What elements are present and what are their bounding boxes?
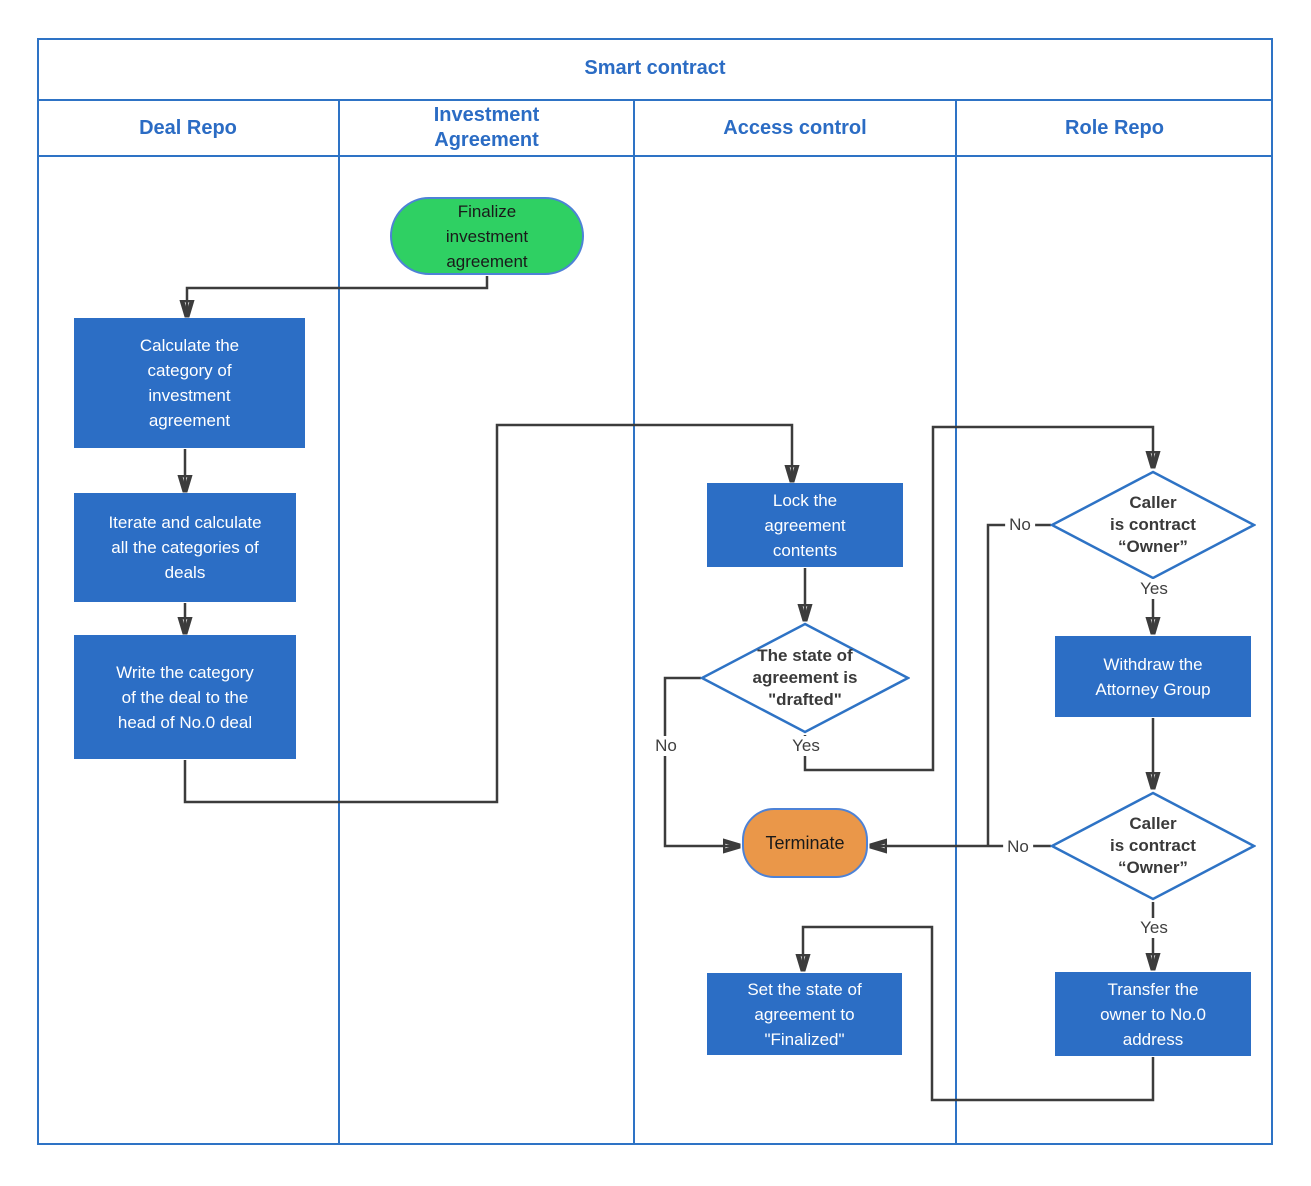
lane-divider <box>955 99 957 1145</box>
node-label: Iterate and calculate all the categories… <box>108 513 262 582</box>
diamond-shape <box>1050 470 1256 580</box>
node-label: Lock the agreement contents <box>764 490 846 560</box>
diamond-shape <box>700 622 910 734</box>
node-label: Withdraw the Attorney Group <box>1095 654 1211 699</box>
lane-header-label: Investment Agreement <box>433 104 540 151</box>
node-decision-caller-owner-2: Caller is contract “Owner” <box>1050 791 1256 901</box>
node-calculate-category: Calculate the category of investment agr… <box>74 318 305 448</box>
node-label: Caller is contract “Owner” <box>1110 493 1196 556</box>
node-withdraw-attorney-group: Withdraw the Attorney Group <box>1055 636 1251 717</box>
node-finalize-investment-agreement: Finalize investment agreement <box>390 197 584 275</box>
node-label: Terminate <box>765 832 845 853</box>
node-terminate: Terminate <box>742 808 868 878</box>
node-decision-caller-owner-1: Caller is contract “Owner” <box>1050 470 1256 580</box>
node-transfer-owner: Transfer the owner to No.0 address <box>1055 972 1251 1056</box>
lane-header-label: Role Repo <box>1065 116 1164 139</box>
edge-label-owner2-yes: Yes <box>1136 918 1172 938</box>
node-label: Caller is contract “Owner” <box>1110 814 1196 877</box>
node-label: Set the state of agreement to "Finalized… <box>747 979 862 1049</box>
edge-label-drafted-yes: Yes <box>788 736 824 756</box>
lane-header-row <box>37 99 1273 157</box>
edge-label-drafted-no: No <box>651 736 681 756</box>
node-iterate-categories: Iterate and calculate all the categories… <box>74 493 296 602</box>
lane-header-deal-repo: Deal Repo <box>37 99 339 157</box>
edge-label-owner1-yes: Yes <box>1136 579 1172 599</box>
lane-divider <box>338 99 340 1145</box>
lane-divider <box>633 99 635 1145</box>
edge-label-owner1-no: No <box>1005 515 1035 535</box>
diamond-shape <box>1050 791 1256 901</box>
node-label: Transfer the owner to No.0 address <box>1100 979 1206 1049</box>
lane-header-role-repo: Role Repo <box>956 99 1273 157</box>
node-label: Write the category of the deal to the he… <box>116 662 254 732</box>
node-label: The state of agreement is "drafted" <box>752 646 858 709</box>
pool-title: Smart contract <box>584 57 726 79</box>
node-lock-agreement: Lock the agreement contents <box>707 483 903 567</box>
edge-label-owner2-no: No <box>1003 837 1033 857</box>
pool-title-row: Smart contract <box>37 38 1273 99</box>
lane-header-label: Deal Repo <box>139 116 237 139</box>
lane-header-access-control: Access control <box>634 99 956 157</box>
node-set-state-finalized: Set the state of agreement to "Finalized… <box>707 973 902 1055</box>
node-label: Calculate the category of investment agr… <box>139 336 240 430</box>
pool-frame <box>37 38 1273 1145</box>
node-decision-state-drafted: The state of agreement is "drafted" <box>700 622 910 734</box>
node-label: Finalize investment agreement <box>445 201 529 271</box>
lane-header-label: Access control <box>723 116 867 139</box>
node-write-category: Write the category of the deal to the he… <box>74 635 296 759</box>
lane-header-investment-agreement: Investment Agreement <box>339 99 634 157</box>
